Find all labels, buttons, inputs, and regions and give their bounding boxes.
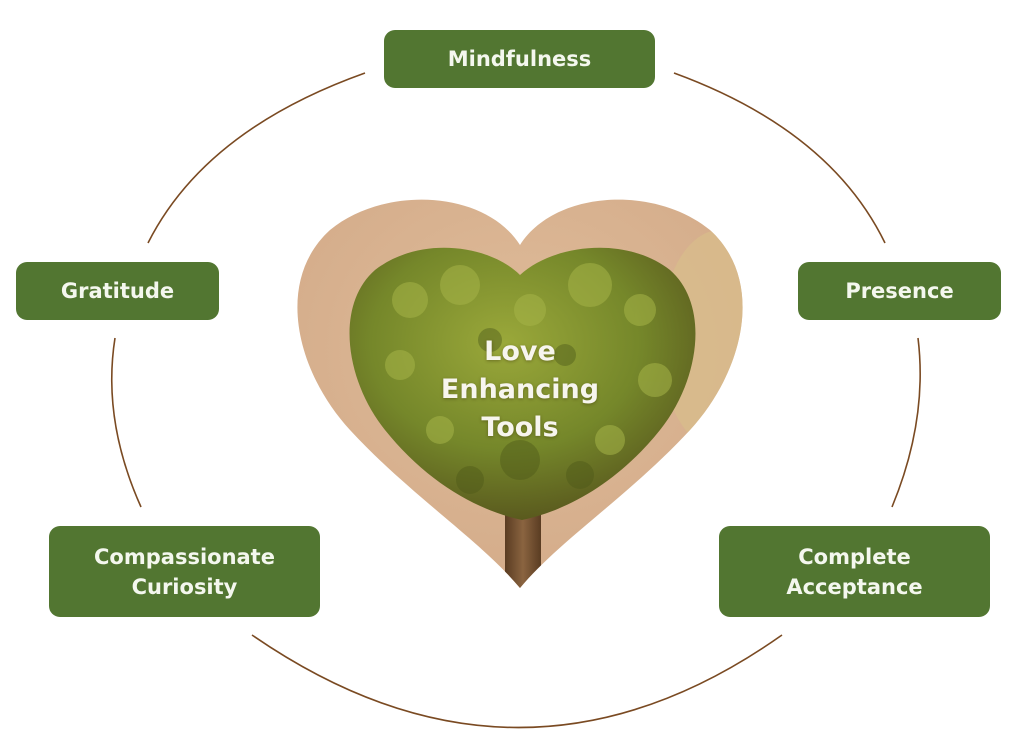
arc-mindfulness-to-presence (673, 72, 886, 244)
node-complete-acceptance[interactable]: Complete Acceptance (719, 526, 990, 617)
node-gratitude[interactable]: Gratitude (16, 262, 219, 320)
node-label: Compassionate Curiosity (94, 544, 275, 599)
arc-acceptance-to-curiosity (251, 634, 783, 729)
node-label: Presence (845, 279, 954, 303)
arc-presence-to-acceptance (891, 337, 921, 508)
node-label: Gratitude (60, 279, 175, 303)
node-label: Mindfulness (447, 47, 592, 71)
node-label: Complete Acceptance (786, 544, 923, 599)
node-presence[interactable]: Presence (798, 262, 1001, 320)
node-mindfulness[interactable]: Mindfulness (384, 30, 655, 88)
arc-gratitude-to-mindfulness (147, 72, 366, 244)
arc-curiosity-to-gratitude (111, 337, 142, 508)
background-leaf (660, 230, 743, 450)
heart-tree-image (297, 199, 743, 588)
node-compassionate-curiosity[interactable]: Compassionate Curiosity (49, 526, 320, 617)
center-title: Love Enhancing Tools (440, 336, 600, 443)
